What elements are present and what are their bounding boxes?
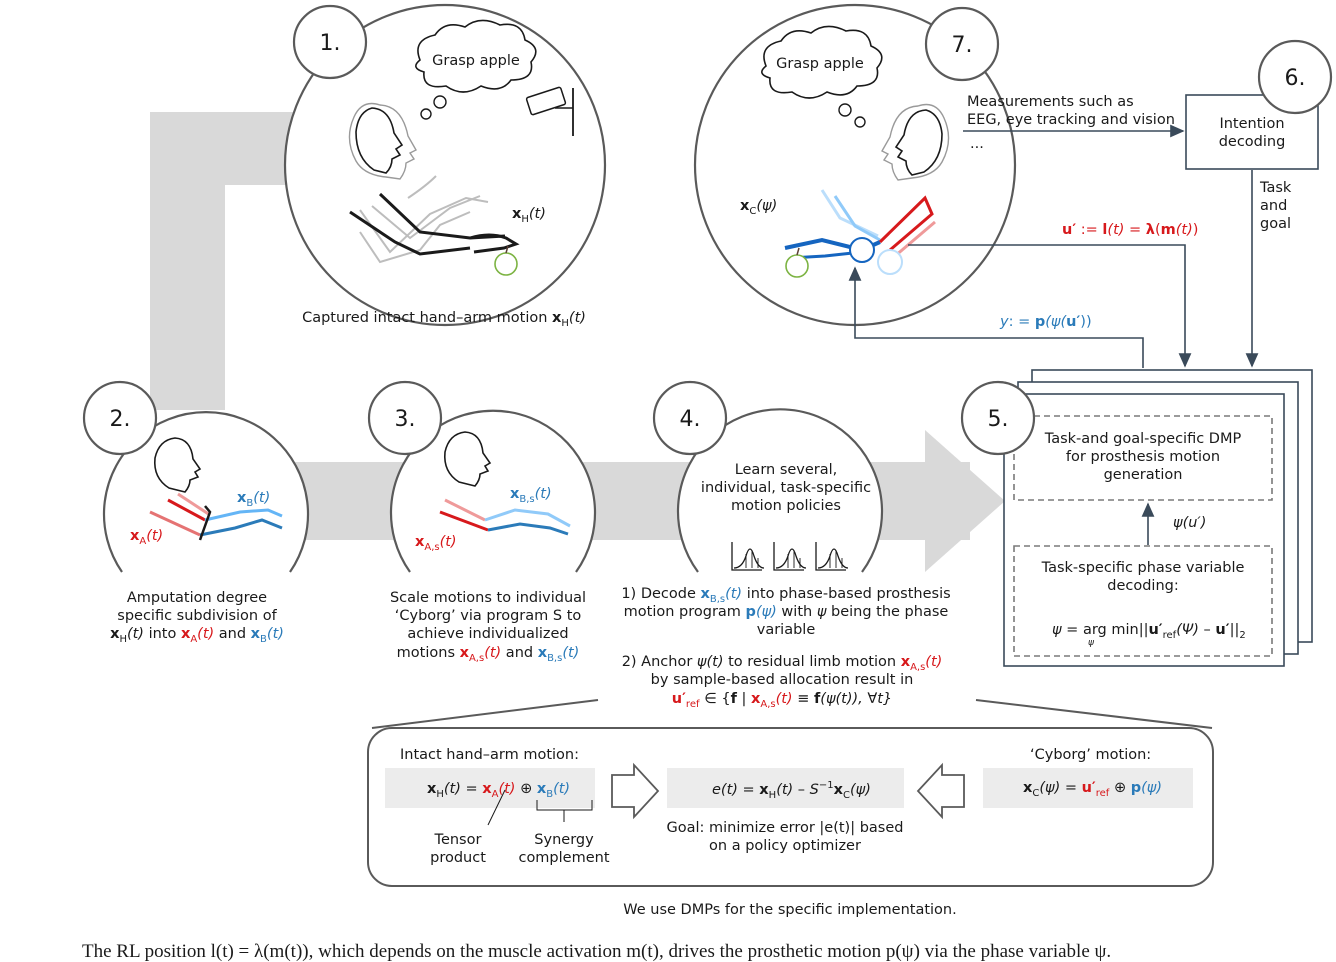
- panel1-caption: Captured intact hand–arm motion xH(t): [302, 310, 586, 329]
- step-number-6: 6.: [1285, 66, 1306, 91]
- human-head-icon: [153, 437, 202, 493]
- xB-label-panel2: xB(t): [237, 490, 270, 509]
- step-badge-5: [960, 380, 1036, 456]
- step-number-5: 5.: [988, 407, 1009, 432]
- panel4-step1-line1: 1) Decode xB,s(t) into phase-based prost…: [621, 586, 950, 605]
- panel-6-intention: Intention decoding 6. Task and goal: [1185, 39, 1333, 232]
- panel-4: Learn several, individual, task-specific…: [652, 380, 884, 573]
- xBs-label-panel3: xB,s(t): [510, 486, 552, 505]
- panel3-caption-line1: Scale motions to individual: [390, 590, 586, 606]
- tensor-line1: Tensor: [434, 832, 482, 848]
- dmp-box-line3: generation: [1104, 467, 1183, 483]
- phase-equation: ψ = arg min||u′ref(Ψ) – u′||2: [1052, 622, 1246, 641]
- step-badge-7: [924, 6, 1000, 82]
- step-number-3: 3.: [395, 407, 416, 432]
- scaled-arm-trace: [439, 498, 571, 536]
- phase-box-line2: decoding:: [1107, 578, 1178, 594]
- arm-motion-trace: [349, 192, 520, 256]
- apple-icon: [785, 247, 809, 278]
- dmp-note: We use DMPs for the specific implementat…: [623, 902, 956, 918]
- u-equation: u′ := l(t) = λ(m(t)): [1062, 222, 1198, 238]
- panel3-caption-line2: ‘Cyborg’ via program S to: [395, 608, 582, 624]
- measure-line3: ...: [970, 136, 984, 152]
- xAs-label-panel3: xA,s(t): [415, 534, 457, 553]
- panel-7: Grasp apple xC(ψ) 7.: [693, 3, 1017, 327]
- panel3-caption-line4: motions xA,s(t) and xB,s(t): [397, 645, 580, 664]
- step-number-4: 4.: [680, 407, 701, 432]
- human-head-icon: [348, 102, 417, 180]
- panel4-step2-line3: u′ref ∈ {f | xA,s(t) ≡ f(ψ(t)), ∀t}: [672, 691, 892, 710]
- step-badge-4: [652, 380, 728, 456]
- cyborg-equation: xC(ψ) = u′ref ⊕ p(ψ): [1023, 780, 1162, 799]
- y-equation: y: = p(ψ(u′)): [999, 314, 1092, 330]
- step-badge-2: [82, 380, 158, 456]
- bottom-panel: Intact hand–arm motion: ‘Cyborg’ motion:…: [367, 699, 1214, 887]
- panel4-step2-line1: 2) Anchor ψ(t) to residual limb motion x…: [622, 654, 943, 673]
- xH-label-panel1: xH(t): [512, 206, 546, 225]
- apple-icon: [494, 245, 518, 276]
- phase-box-line1: Task-specific phase variable: [1041, 560, 1245, 576]
- goal-line1: Goal: minimize error |e(t)| based: [667, 820, 904, 836]
- intact-equation: xH(t) = xA(t) ⊕ xB(t): [427, 781, 570, 800]
- panel4-step2-line2: by sample-based allocation result in: [651, 672, 914, 688]
- camera-icon: [525, 86, 574, 136]
- thought-cloud: [761, 25, 883, 99]
- panel-2: xB(t) xA(t) 2.: [82, 380, 310, 573]
- joint-marker: [849, 237, 875, 263]
- amputated-arm-trace: [149, 492, 283, 541]
- panel4-inner-line3: motion policies: [731, 498, 841, 514]
- ghost-arm-motion: [359, 175, 489, 264]
- intention-box-line1: Intention: [1219, 116, 1284, 132]
- cyborg-title: ‘Cyborg’ motion:: [1030, 747, 1151, 763]
- intact-title: Intact hand–arm motion:: [400, 747, 579, 763]
- figure-caption: The RL position l(t) = λ(m(t)), which de…: [82, 941, 1111, 962]
- panel4-step1-line3: variable: [757, 622, 816, 638]
- panel-3: xB,s(t) xA,s(t) 3.: [367, 380, 597, 573]
- thought-cloud: [415, 19, 537, 93]
- task-goal-line3: goal: [1260, 216, 1291, 232]
- synergy-line2: complement: [518, 850, 609, 866]
- human-head-icon: [881, 103, 950, 181]
- panel-5-dmp-stack: Task-and goal-specific DMP for prosthesi…: [960, 369, 1313, 667]
- dmp-box-line1: Task-and goal-specific DMP: [1044, 431, 1242, 447]
- step-badge-3: [367, 380, 443, 456]
- flow-connectors: [848, 124, 1259, 368]
- tensor-line2: product: [430, 850, 486, 866]
- task-goal-line2: and: [1260, 198, 1287, 214]
- step-badge-1: [292, 4, 368, 80]
- panel2-caption-line2: specific subdivision of: [117, 608, 277, 624]
- dmp-box-line2: for prosthesis motion: [1066, 449, 1220, 465]
- panel4-inner-line2: individual, task-specific: [701, 480, 871, 496]
- intention-box-line2: decoding: [1219, 134, 1286, 150]
- arrow-left-outline-icon: [916, 762, 965, 820]
- step-number-1: 1.: [320, 31, 341, 56]
- step-badge-6: [1257, 39, 1333, 115]
- step-number-7: 7.: [952, 33, 973, 58]
- xA-label-panel2: xA(t): [130, 528, 163, 547]
- arrow-right-outline-icon: [611, 762, 660, 820]
- panel2-caption-line3: xH(t) into xA(t) and xB(t): [110, 626, 284, 645]
- task-goal-line1: Task: [1259, 180, 1292, 196]
- step-number-2: 2.: [110, 407, 131, 432]
- thought-text-1: Grasp apple: [432, 53, 520, 69]
- human-head-icon: [443, 431, 492, 487]
- policy-distribution-icons: [731, 542, 849, 571]
- error-equation: e(t) = xH(t) – S−1xC(ψ): [712, 780, 871, 801]
- goal-line2: on a policy optimizer: [709, 838, 861, 854]
- measure-line2: EEG, eye tracking and vision: [967, 112, 1175, 128]
- synergy-line1: Synergy: [534, 832, 594, 848]
- panel4-inner-line1: Learn several,: [735, 462, 838, 478]
- measure-line1: Measurements such as: [967, 94, 1134, 110]
- xC-label-panel7: xC(ψ): [740, 198, 777, 217]
- panel3-caption-line3: achieve individualized: [407, 626, 568, 642]
- panel-1: Grasp apple x: [283, 3, 607, 327]
- svg-text:ψ: ψ: [1088, 638, 1095, 648]
- thought-text-7: Grasp apple: [776, 56, 864, 72]
- panel4-step1-line2: motion program p(ψ) with ψ being the pha…: [624, 604, 949, 620]
- psi-u-label: ψ(u′): [1173, 515, 1206, 531]
- panel2-caption-line1: Amputation degree: [127, 590, 267, 606]
